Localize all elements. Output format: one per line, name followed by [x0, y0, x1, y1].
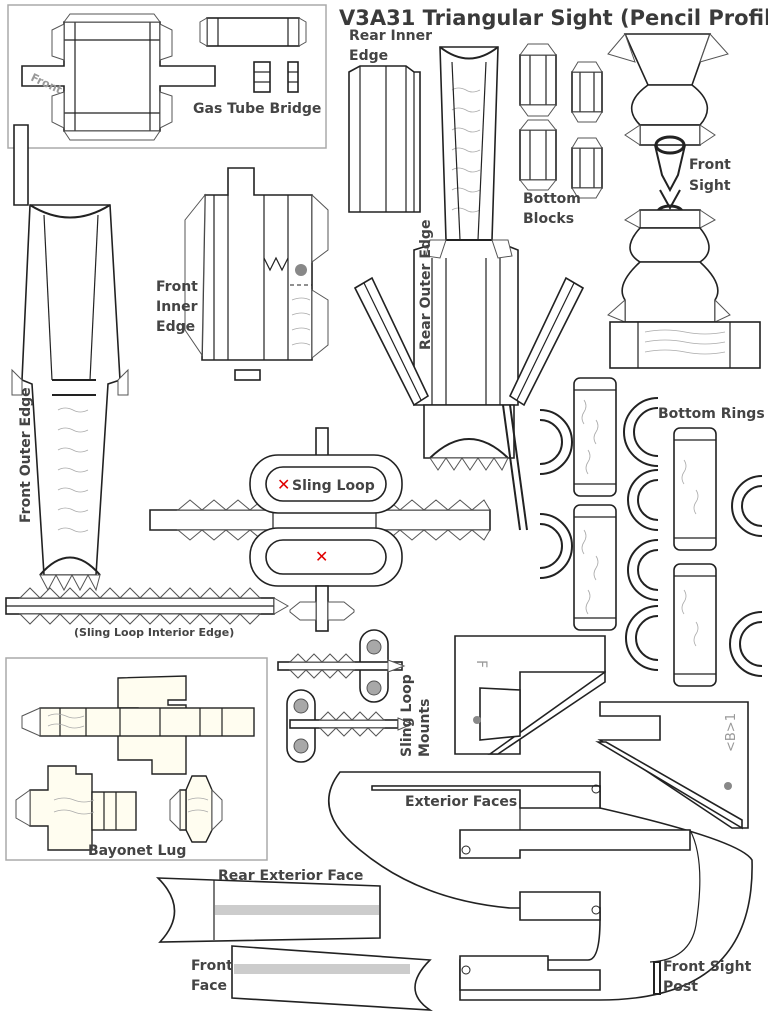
gas-tube-small-part-2	[287, 61, 299, 93]
rear-exterior-face-part: Rear Exterior Face	[155, 868, 381, 943]
front-sight-post-label-2: Post	[663, 979, 698, 995]
exterior-faces-label: Exterior Faces	[405, 794, 517, 810]
rear-outer-edge-part: Rear Outer Edge	[353, 46, 585, 531]
front-sight-part: Front Sight	[607, 33, 761, 369]
f-piece-part: F	[454, 635, 606, 755]
sling-loop-marker-lower: ✕	[315, 547, 328, 566]
gas-tube-bridge-frame	[7, 4, 327, 149]
rear-inner-edge-part: Rear Inner Edge	[348, 28, 432, 213]
front-inner-edge-label-2: Inner	[156, 299, 198, 315]
bottom-blocks-label-2: Blocks	[523, 211, 574, 227]
front-face-label-2: Face	[191, 978, 227, 994]
f-mark-label: F	[473, 660, 489, 668]
rear-exterior-face-label: Rear Exterior Face	[218, 868, 363, 884]
rear-outer-edge-label: Rear Outer Edge	[418, 220, 434, 350]
exterior-faces-part: Exterior Faces	[327, 771, 753, 1001]
rear-inner-edge-label-2: Edge	[349, 48, 388, 64]
front-outer-edge-part: Front Outer Edge	[11, 124, 129, 592]
front-sight-post-label-1: Front Sight	[663, 959, 752, 975]
b1-mark-label: <B>1	[724, 713, 739, 752]
front-inner-edge-label-1: Front	[156, 279, 198, 295]
gas-tube-strip	[206, 17, 300, 47]
front-sight-post-part: Front Sight Post	[653, 959, 752, 995]
gas-tube-bridge-group: Front Gas Tube Bridge	[7, 4, 327, 149]
sling-loop-marker-upper: ✕	[277, 475, 290, 494]
rear-inner-edge-label-1: Rear Inner	[349, 28, 432, 44]
bottom-rings-label: Bottom Rings	[658, 406, 765, 422]
bayonet-lug-group: Bayonet Lug	[5, 657, 268, 861]
bottom-blocks-label-1: Bottom	[523, 191, 581, 207]
front-inner-edge-part: Front Inner Edge	[156, 167, 329, 381]
bottom-blocks-part: Bottom Blocks	[518, 43, 603, 227]
front-outer-edge-label: Front Outer Edge	[18, 387, 34, 523]
sling-loop-mounts-label-1: Sling Loop	[399, 674, 415, 757]
bayonet-lug-label: Bayonet Lug	[88, 843, 186, 859]
sling-loop-interior-edge-part: (Sling Loop Interior Edge)	[5, 587, 290, 639]
gas-tube-bridge-label: Gas Tube Bridge	[193, 101, 321, 117]
front-sight-label-1: Front	[689, 157, 731, 173]
sheet-title: V3A31 Triangular Sight (Pencil Profile)	[339, 6, 768, 30]
front-sight-label-2: Sight	[689, 178, 731, 194]
sling-loop-mounts-label-2: Mounts	[417, 698, 433, 757]
bayonet-lug-frame	[5, 657, 268, 861]
sling-loop-label: Sling Loop	[292, 478, 375, 494]
gas-tube-bridge-net	[21, 21, 216, 132]
gas-tube-small-part-1	[253, 61, 271, 93]
front-face-label-1: Front	[191, 958, 233, 974]
front-inner-edge-label-3: Edge	[156, 319, 195, 335]
b1-piece-part: <B>1	[595, 701, 749, 830]
sling-loop-part: ✕ Sling Loop ✕	[149, 427, 491, 632]
bottom-rings-part: Bottom Rings	[539, 377, 765, 687]
front-face-part: Front Face	[191, 945, 433, 1011]
sling-loop-interior-edge-label: (Sling Loop Interior Edge)	[74, 626, 234, 639]
sling-loop-mounts-part: Sling Loop Mounts	[277, 629, 433, 763]
